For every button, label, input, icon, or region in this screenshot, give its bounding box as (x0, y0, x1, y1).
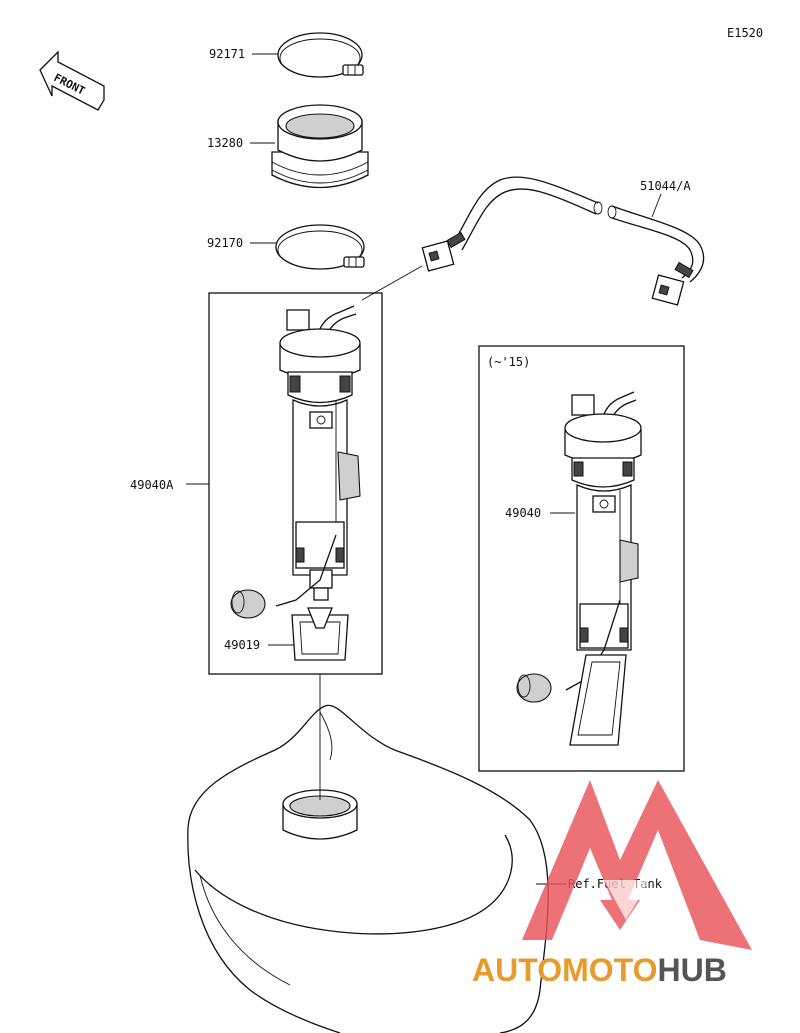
watermark-part1: AUTOMOTO (472, 952, 657, 988)
gasket (271, 104, 369, 189)
label-51044a: 51044/A (640, 179, 691, 193)
fuel-pump-assembly-variant (516, 391, 642, 746)
label-49019: 49019 (224, 638, 260, 652)
label-13280: 13280 (207, 136, 243, 150)
diagram-code: E1520 (727, 26, 763, 40)
watermark-part2: HUB (657, 952, 726, 988)
watermark-text: AUTOMOTOHUB (472, 952, 727, 988)
label-49040a: 49040A (130, 478, 174, 492)
watermark-logo-icon (522, 780, 752, 950)
fuel-tank (187, 704, 549, 1033)
clamp-upper (277, 32, 364, 78)
variant-box (478, 345, 685, 772)
label-49040: 49040 (505, 506, 541, 520)
clamp-lower (275, 224, 365, 270)
front-arrow-icon: FRONT (39, 50, 105, 111)
fuel-pump-assembly-a (230, 305, 361, 619)
label-92171: 92171 (209, 47, 245, 61)
assembly-box-49040a (208, 292, 383, 675)
fuel-filter (291, 607, 349, 661)
variant-note: (~'15) (487, 355, 530, 369)
label-92170: 92170 (207, 236, 243, 250)
fuel-hose (421, 176, 705, 306)
